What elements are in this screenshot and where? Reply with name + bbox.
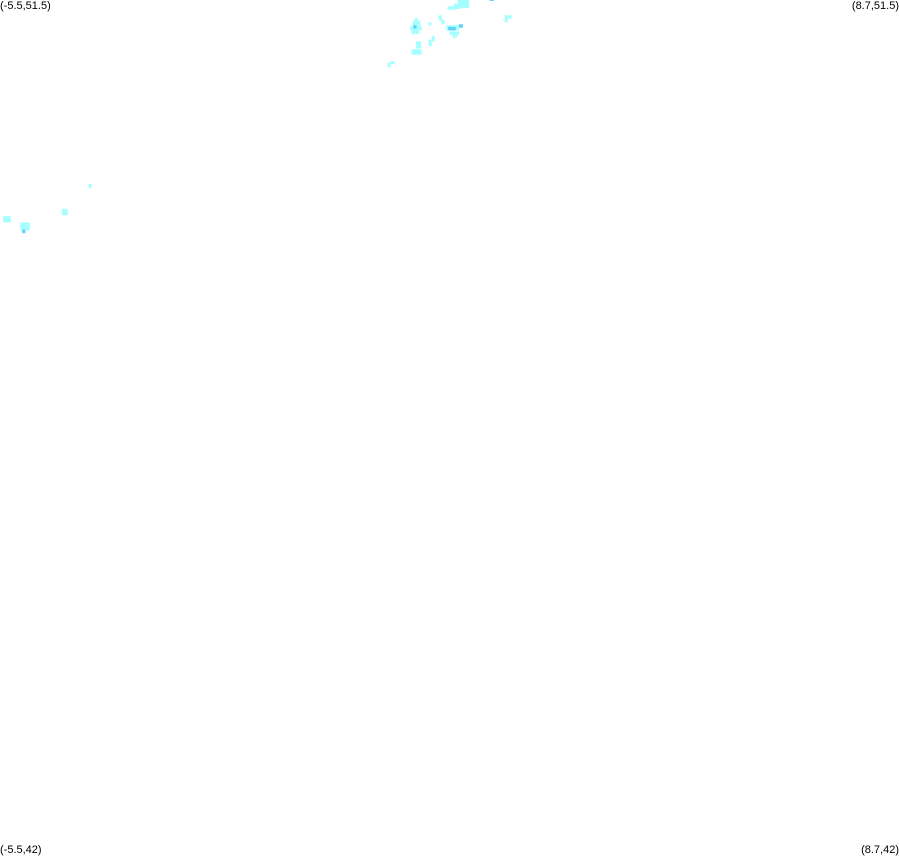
coverage-cell-low — [453, 3, 461, 9]
coverage-cell-low — [452, 34, 458, 38]
coverage-cell-low — [438, 15, 442, 21]
coverage-cell-low — [415, 41, 421, 49]
coverage-cell-high — [489, 0, 494, 1]
coverage-cell-low — [411, 29, 420, 35]
coverage-cell-low — [412, 20, 421, 27]
coverage-cell-low — [20, 222, 30, 231]
coverage-cell-low — [428, 39, 432, 46]
coverage-cell-high — [459, 24, 463, 28]
corner-label-top-right: (8.7,51.5) — [851, 0, 899, 12]
corner-label-top-left: (-5.5,51.5) — [0, 0, 51, 12]
coverage-cell-low — [62, 209, 68, 216]
coverage-cell-low — [3, 216, 11, 223]
corner-label-bottom-left: (-5.5,42) — [0, 844, 42, 856]
coverage-cell-low — [441, 19, 445, 25]
coverage-cell-low — [414, 17, 418, 23]
coverage-cell-low — [88, 183, 92, 189]
coverage-cell-low — [390, 61, 395, 64]
corner-label-bottom-right: (8.7,42) — [861, 844, 899, 856]
coverage-cell-low — [431, 35, 435, 42]
coverage-cell-high — [413, 25, 417, 29]
coverage-cell-low — [387, 62, 391, 68]
coverage-cell-low — [457, 0, 470, 9]
coverage-cells — [3, 0, 512, 234]
coverage-cell-high — [22, 229, 26, 234]
coverage-cell-high — [448, 26, 456, 31]
coverage-cell-low — [447, 6, 456, 10]
coverage-cell-low — [411, 49, 422, 55]
coverage-cell-low — [428, 22, 432, 26]
coverage-cell-low — [504, 15, 508, 23]
coverage-cell-low — [507, 15, 512, 19]
coverage-cell-low — [449, 31, 459, 35]
